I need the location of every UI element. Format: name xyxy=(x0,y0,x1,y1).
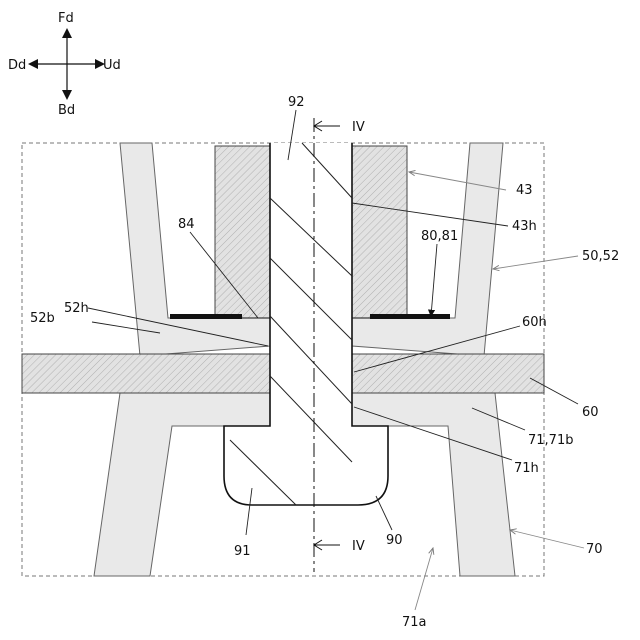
seal-right xyxy=(370,314,450,319)
label-71h: 71h xyxy=(514,461,539,476)
label-52b: 52b xyxy=(30,311,55,326)
label-92: 92 xyxy=(288,95,305,110)
leader-50-52 xyxy=(493,256,578,269)
direction-front-label: Fd xyxy=(58,11,74,26)
leader-71a xyxy=(415,548,433,610)
leader-70 xyxy=(510,530,584,548)
seal-left xyxy=(170,314,242,319)
plate-60-left xyxy=(22,354,270,393)
direction-up-label: Ud xyxy=(103,58,121,73)
member-43-left-block xyxy=(215,146,270,318)
label-70: 70 xyxy=(586,542,603,557)
section-mark-bottom: IV xyxy=(314,539,365,554)
label-80-81: 80,81 xyxy=(421,229,458,244)
direction-down-label: Dd xyxy=(8,58,26,73)
label-60h: 60h xyxy=(522,315,547,330)
label-43h: 43h xyxy=(512,219,537,234)
down-arrow-icon xyxy=(28,59,38,69)
section-mark-top: IV xyxy=(314,120,365,135)
direction-back-label: Bd xyxy=(58,103,75,118)
front-arrow-icon xyxy=(62,28,72,38)
label-90: 90 xyxy=(386,533,403,548)
label-43: 43 xyxy=(516,183,533,198)
direction-indicator: Fd Bd Dd Ud xyxy=(8,11,121,118)
section-mark-top-label: IV xyxy=(352,120,365,135)
leader-90 xyxy=(376,496,392,530)
label-91: 91 xyxy=(234,544,251,559)
label-71-71b: 71,71b xyxy=(528,433,573,448)
label-52h: 52h xyxy=(64,301,89,316)
label-71a: 71a xyxy=(402,615,427,630)
section-mark-bottom-label: IV xyxy=(352,539,365,554)
label-60: 60 xyxy=(582,405,599,420)
label-84: 84 xyxy=(178,217,195,232)
leader-80-81 xyxy=(431,244,437,316)
label-50-52: 50,52 xyxy=(582,249,619,264)
plate-60-right xyxy=(352,354,544,393)
member-43-right-block xyxy=(352,146,407,318)
back-arrow-icon xyxy=(62,90,72,100)
